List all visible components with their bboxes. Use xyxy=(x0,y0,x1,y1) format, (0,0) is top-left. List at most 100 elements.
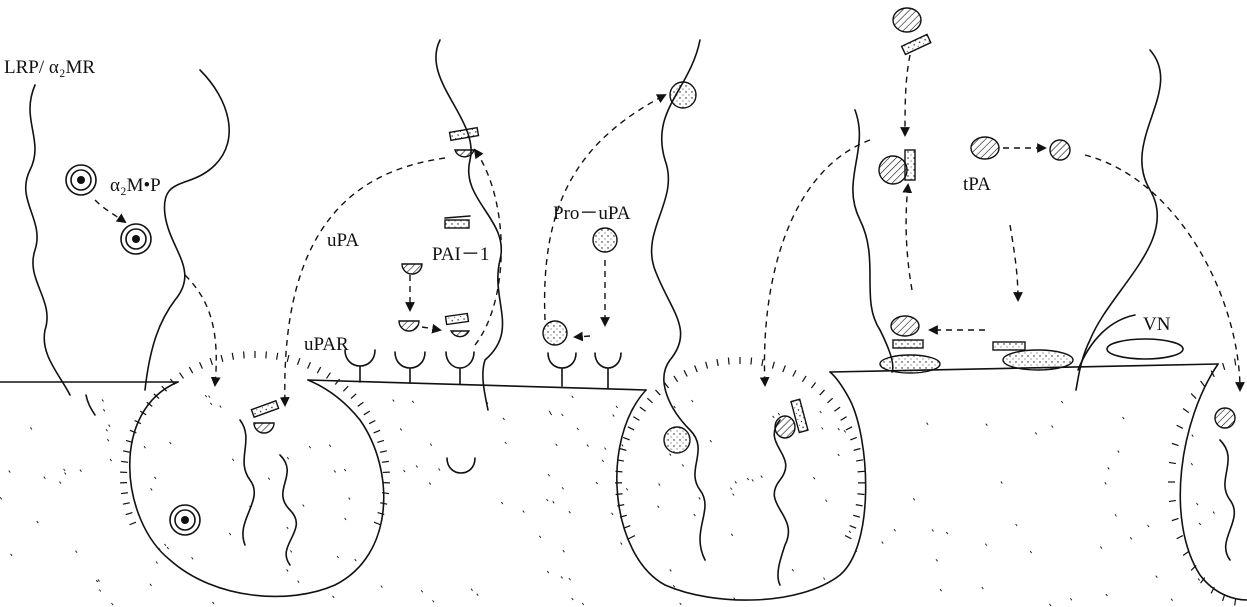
cytoplasm-speck xyxy=(349,498,351,500)
clathrin-spike xyxy=(762,359,763,366)
clathrin-spike xyxy=(1177,425,1183,428)
cytoplasm-speck xyxy=(109,425,111,427)
cytoplasm-speck xyxy=(232,459,234,461)
cytoplasm-speck xyxy=(1108,467,1110,469)
clathrin-spike xyxy=(820,390,825,395)
cytoplasm-speck xyxy=(1106,594,1108,596)
a2mp-complex-2 xyxy=(121,224,151,254)
cytoplasm-speck xyxy=(596,482,598,484)
cytoplasm-speck xyxy=(844,430,846,432)
clathrin-spike xyxy=(802,376,806,382)
cytoplasm-speck xyxy=(381,586,383,588)
cytoplasm-speck xyxy=(735,481,737,483)
cytoplasm-speck xyxy=(562,414,564,416)
cytoplasm-speck xyxy=(813,477,815,479)
cytoplasm-speck xyxy=(110,459,112,461)
cytoplasm-speck xyxy=(569,578,571,580)
cytoplasm-speck xyxy=(150,584,152,586)
clathrin-spike xyxy=(616,494,623,495)
cytoplasm-speck xyxy=(692,400,694,402)
cytoplasm-speck xyxy=(501,502,503,504)
cytoplasm-speck xyxy=(582,603,584,605)
cytoplasm-speck xyxy=(151,488,153,490)
clathrin-spike xyxy=(629,536,635,539)
clathrin-spike xyxy=(1223,363,1225,370)
cytoplasm-speck xyxy=(932,529,934,531)
cytoplasm-speck xyxy=(1070,598,1072,600)
label-tpa: tPA xyxy=(963,175,991,194)
cytoplasm-speck xyxy=(1191,463,1193,465)
clathrin-spike xyxy=(615,471,622,472)
cytoplasm-speck xyxy=(694,514,696,516)
clathrin-spike xyxy=(1201,381,1205,387)
clathrin-spike xyxy=(633,417,639,421)
clathrin-spike xyxy=(221,355,223,362)
cytoplasm-speck xyxy=(680,603,682,605)
clathrin-spike xyxy=(623,437,630,439)
clathrin-spike xyxy=(123,503,130,504)
cytoplasm-speck xyxy=(287,527,289,529)
cytoplasm-speck xyxy=(849,531,851,533)
cytoplasm-speck xyxy=(229,533,231,535)
clathrin-spike xyxy=(232,353,233,360)
label-pai1: PAI－1 xyxy=(432,245,489,264)
clathrin-spike xyxy=(298,358,300,365)
cytoplasm-speck xyxy=(940,589,942,591)
clathrin-spike xyxy=(374,430,380,433)
cytoplasm-speck xyxy=(1061,401,1063,403)
cytoplasm-speck xyxy=(303,505,305,507)
cytoplasm-speck xyxy=(986,424,988,426)
cytoplasm-speck xyxy=(164,544,166,546)
clathrin-spike xyxy=(857,494,864,495)
cytoplasm-speck xyxy=(1199,523,1201,525)
cytoplasm-speck xyxy=(1171,599,1173,601)
cytoplasm-speck xyxy=(572,396,574,398)
cytoplasm-speck xyxy=(1148,525,1150,527)
clathrin-spike xyxy=(121,461,128,462)
clathrin-spike xyxy=(343,386,348,391)
cytoplasm-speck xyxy=(613,415,615,417)
cytoplasm-speck xyxy=(430,444,432,446)
cytoplasm-speck xyxy=(553,501,555,503)
cytoplasm-speck xyxy=(477,594,479,596)
cytoplasm-speck xyxy=(96,580,98,582)
cytoplasm-speck xyxy=(505,442,507,444)
cytoplasm-speck xyxy=(112,603,114,605)
cytoplasm-speck xyxy=(823,578,825,580)
clathrin-spike xyxy=(380,503,387,504)
label-lrp: LRP/ α₂MR xyxy=(4,58,95,77)
cytoplasm-speck xyxy=(1130,537,1132,539)
cytoplasm-speck xyxy=(936,559,938,561)
clathrin-spike xyxy=(210,358,212,365)
clathrin-spike xyxy=(1169,462,1176,463)
upa-molecules xyxy=(254,150,474,433)
pro-upa-molecules xyxy=(543,82,1235,453)
clathrin-spike xyxy=(380,451,387,452)
cytoplasm-speck xyxy=(730,488,732,490)
cytoplasm-speck xyxy=(76,551,78,553)
clathrin-spike xyxy=(1172,443,1179,445)
cytoplasm-speck xyxy=(778,413,780,415)
cytoplasm-speck xyxy=(550,413,552,415)
cytoplasm-speck xyxy=(569,511,571,513)
cytoplasm-speck xyxy=(64,469,66,471)
cell-membrane xyxy=(0,364,1247,600)
cytoplasm-speck xyxy=(985,544,987,546)
cytoplasm-speck xyxy=(220,406,222,408)
cytoplasm-speck xyxy=(107,439,109,441)
cytoplasm-speck xyxy=(208,396,210,398)
cytoplasm-speck xyxy=(699,497,701,499)
clathrin-spike xyxy=(351,394,356,399)
cytoplasm-speck xyxy=(80,470,82,472)
clathrin-spike xyxy=(695,366,698,373)
cytoplasm-speck xyxy=(170,442,172,444)
cytoplasm-speck xyxy=(412,401,414,403)
cytoplasm-speck xyxy=(205,395,207,397)
cytoplasm-speck xyxy=(333,596,335,598)
cytoplasm-speck xyxy=(658,506,660,508)
cytoplasm-speck xyxy=(98,580,100,582)
clathrin-spike xyxy=(277,353,278,360)
a2mp-complex-1 xyxy=(66,165,96,195)
